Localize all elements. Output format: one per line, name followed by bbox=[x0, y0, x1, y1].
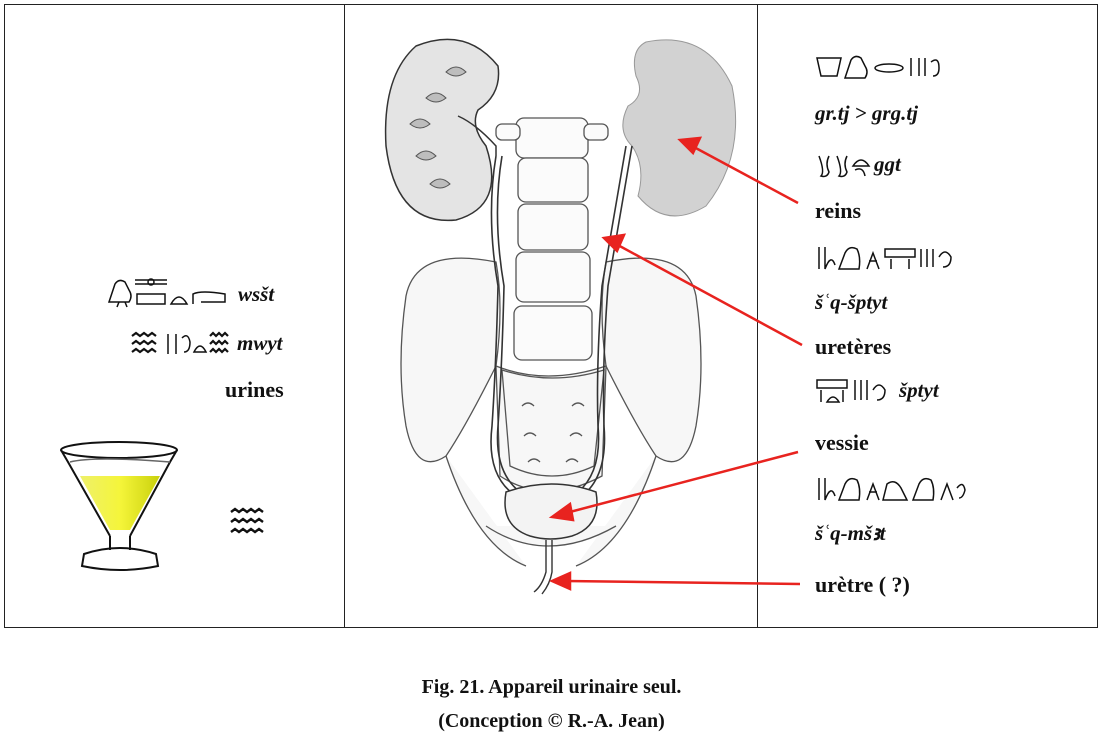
bladder bbox=[504, 483, 598, 540]
label-urines: urines bbox=[225, 377, 284, 402]
hieroglyph-sq-sptyt-icon bbox=[818, 246, 952, 270]
left-kidney bbox=[384, 38, 500, 222]
label-uretre: urètre ( ?) bbox=[815, 572, 910, 597]
hieroglyph-sptyt-icon bbox=[816, 379, 886, 403]
hieroglyph-wsst-icon bbox=[107, 278, 226, 308]
translit-sq-msat: šʿq-mšꜣt bbox=[815, 521, 886, 545]
urinary-system-illustration bbox=[384, 38, 737, 595]
hieroglyph-ggt-icon bbox=[818, 155, 871, 178]
arrow-reins bbox=[691, 144, 799, 205]
frame-right-border bbox=[1097, 4, 1098, 627]
hieroglyph-sq-msat-icon bbox=[818, 477, 966, 501]
pelvis bbox=[400, 257, 702, 567]
arrow-vessie bbox=[565, 450, 799, 515]
ureters bbox=[490, 145, 633, 497]
translit-sq-sptyt: šʿq-šptyt bbox=[815, 290, 888, 314]
figure-caption-line-1: Fig. 21. Appareil urinaire seul. bbox=[421, 676, 682, 698]
arrow-uretre-head bbox=[548, 571, 572, 591]
frame-left-border bbox=[4, 4, 5, 627]
sacrum bbox=[501, 369, 605, 477]
column-divider-right bbox=[757, 4, 758, 627]
translit-sptyt: šptyt bbox=[899, 378, 939, 402]
arrow-reins-head bbox=[677, 136, 703, 156]
translit-ggt: ggt bbox=[874, 152, 901, 176]
urine-glass-icon bbox=[60, 441, 178, 571]
arrow-vessie-head bbox=[548, 501, 575, 522]
column-divider-left bbox=[344, 4, 345, 627]
hieroglyph-mwyt-icon bbox=[131, 331, 229, 354]
urethra bbox=[533, 540, 553, 595]
label-vessie: vessie bbox=[815, 430, 869, 455]
arrow-uretre bbox=[565, 579, 801, 586]
spine bbox=[495, 117, 609, 361]
figure-frame bbox=[4, 4, 1098, 628]
label-reins: reins bbox=[815, 198, 862, 223]
translit-wsst: wsšt bbox=[238, 282, 275, 306]
label-ureteres: uretères bbox=[815, 334, 892, 359]
translit-kidney: gr.tj > grg.tj bbox=[815, 101, 918, 125]
arrow-ureteres-head bbox=[601, 233, 627, 254]
figure-caption-line-2: (Conception © R.-A. Jean) bbox=[438, 710, 665, 732]
translit-mwyt: mwyt bbox=[237, 331, 283, 355]
water-hieroglyph-icon bbox=[230, 507, 264, 534]
hieroglyph-grt-icon bbox=[816, 55, 940, 79]
right-kidney bbox=[622, 39, 737, 217]
arrow-ureteres bbox=[615, 242, 803, 347]
